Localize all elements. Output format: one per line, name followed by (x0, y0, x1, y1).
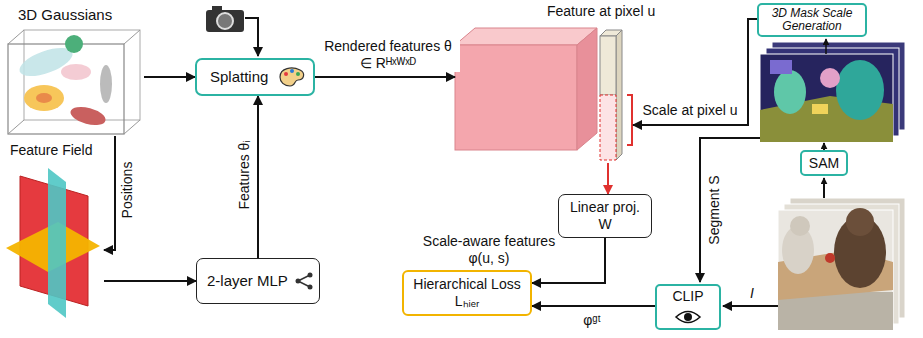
feature-cube (627, 95, 632, 145)
palette-icon (290, 69, 294, 73)
palette-icon (284, 72, 288, 76)
process-box: 2-layer MLP (196, 258, 320, 304)
mask-image-stack (836, 60, 884, 120)
gaussians-illustration (24, 85, 64, 111)
edge-label: Features θᵢ (236, 138, 253, 211)
edge-label: Positions (119, 160, 136, 221)
node-text: 2-layer MLP (207, 272, 288, 290)
annotation-label: I (748, 285, 756, 302)
flow-arrow (104, 136, 115, 250)
photo-stack (790, 216, 810, 236)
mlp-icon (296, 279, 301, 284)
edge-label: φᵍᵗ (581, 312, 602, 329)
palette-icon (280, 68, 304, 86)
palette-icon (296, 72, 300, 76)
edge-label: Scale-aware features φ(u, s) (420, 233, 558, 267)
photo-stack (846, 208, 874, 236)
mlp-icon (308, 273, 313, 278)
mask-image-stack (774, 70, 806, 114)
feature-cube (455, 28, 632, 160)
palette-icon (280, 68, 304, 86)
illustration-panel: 3D Gaussians (4, 4, 144, 136)
camera-icon (245, 18, 258, 56)
pipeline-arrows (823, 178, 825, 198)
loss-box: Hierarchical Loss Lₕᵢₑᵣ (402, 270, 532, 316)
process-box: Linear proj. W (558, 194, 652, 238)
mlp-icon (296, 273, 313, 290)
flow-arrow (257, 96, 259, 258)
feature-cube (600, 95, 616, 160)
feature-field-planes (6, 168, 100, 318)
mask-image-stack (760, 54, 893, 142)
mask-image-stack (812, 104, 828, 114)
eye-icon (676, 312, 700, 323)
gaussians-illustration (8, 30, 140, 134)
edge-label: Scale at pixel u (641, 102, 740, 119)
flow-arrow (633, 19, 757, 125)
feature-field-planes (48, 168, 66, 318)
eye-icon (684, 313, 692, 321)
feature-cube (600, 36, 616, 95)
photo-stack (778, 210, 893, 330)
pipeline-arrows (700, 39, 826, 306)
node-text: Splatting (210, 68, 268, 86)
camera-icon (217, 13, 233, 29)
edge-label: Rendered features θ ∈ Rᴴˣᵂˣᴰ (316, 38, 460, 72)
node-text: 3D Mask Scale Generation (762, 7, 862, 33)
feature-map: Feature at pixel u (455, 3, 670, 163)
gaussians-illustration (100, 65, 112, 103)
eye-icon (676, 312, 700, 323)
node-text: CLIP (672, 288, 703, 305)
flow-arrow (532, 305, 655, 307)
photo-stack (825, 253, 835, 263)
gaussians-illustration (61, 64, 91, 80)
camera-icon (206, 6, 258, 56)
illustration-panel: Feature Field (4, 142, 104, 322)
node-text: Linear proj. W (563, 199, 647, 233)
feature-cube (616, 30, 622, 160)
annotation-label: Segment S (706, 173, 723, 246)
node-text: Feature at pixel u (455, 3, 670, 20)
process-box: 3D Mask Scale Generation (757, 3, 867, 37)
gaussians-illustration (69, 104, 108, 129)
mlp-icon (308, 285, 313, 290)
process-box: SAM (800, 150, 848, 176)
process-box: Splatting (195, 58, 315, 96)
node-text: SAM (809, 155, 839, 172)
gaussians-illustration (36, 93, 52, 103)
mask-image-stack (820, 68, 840, 88)
feature-cube (577, 28, 597, 150)
process-box: CLIP (655, 284, 721, 330)
connectors (104, 19, 757, 306)
gaussians-illustration (8, 30, 140, 134)
mask-image-stack (770, 60, 792, 74)
flow-arrow (104, 280, 196, 282)
flow-arrow (315, 76, 455, 78)
gaussians-illustration (65, 35, 83, 53)
node-text: Feature Field (4, 142, 104, 159)
camera-icon (206, 10, 244, 32)
pipeline-arrows (825, 39, 827, 54)
photo-stack (778, 198, 905, 330)
flow-arrow (607, 163, 609, 194)
pipeline-arrows (700, 138, 760, 282)
node-text: 3D Gaussians (4, 4, 144, 24)
feature-cube (455, 28, 597, 45)
mask-image-stack (760, 42, 905, 142)
pipeline-arrows (823, 143, 825, 150)
feature-cube (455, 45, 577, 150)
node-text: Hierarchical Loss Lₕᵢₑᵣ (405, 276, 529, 310)
flow-arrow (144, 76, 195, 78)
pipeline-arrows (723, 305, 778, 307)
